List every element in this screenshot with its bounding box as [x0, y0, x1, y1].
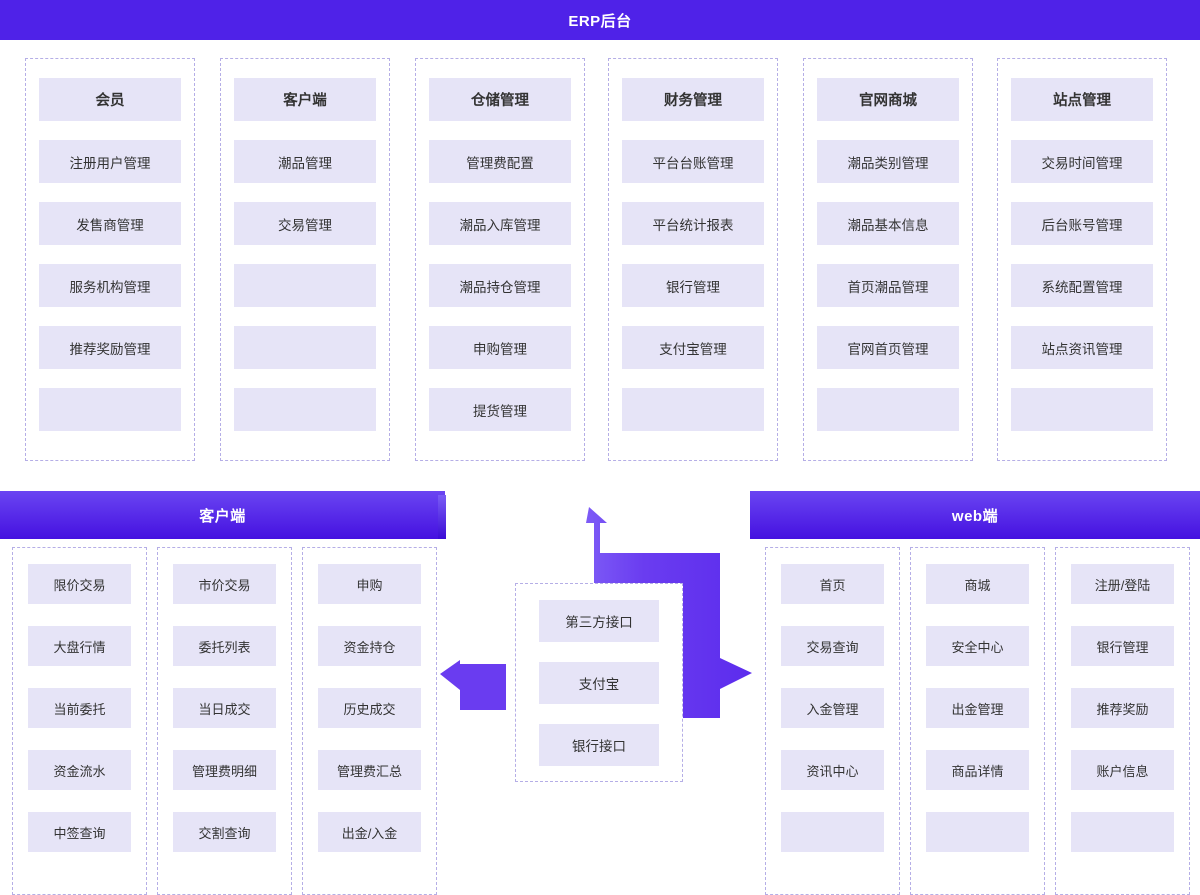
web-column-1: 首页 交易查询 入金管理 资讯中心 [765, 547, 900, 895]
client-section-title: 客户端 [199, 507, 246, 525]
erp-item[interactable]: 平台统计报表 [622, 202, 764, 245]
erp-column-header-warehouse[interactable]: 仓储管理 [429, 78, 571, 121]
client-column-2: 市价交易 委托列表 当日成交 管理费明细 交割查询 [157, 547, 292, 895]
erp-item[interactable]: 潮品基本信息 [817, 202, 959, 245]
erp-column-header-member[interactable]: 会员 [39, 78, 181, 121]
erp-item-placeholder[interactable] [234, 388, 376, 431]
erp-item[interactable]: 推荐奖励管理 [39, 326, 181, 369]
web-item[interactable]: 商城 [926, 564, 1029, 604]
client-item[interactable]: 出金/入金 [318, 812, 421, 852]
client-item[interactable]: 管理费明细 [173, 750, 276, 790]
client-item[interactable]: 限价交易 [28, 564, 131, 604]
web-section-title: web端 [951, 507, 999, 525]
erp-item[interactable]: 申购管理 [429, 326, 571, 369]
erp-item-placeholder[interactable] [622, 388, 764, 431]
erp-item[interactable]: 潮品类别管理 [817, 140, 959, 183]
erp-item[interactable]: 服务机构管理 [39, 264, 181, 307]
web-item[interactable]: 推荐奖励 [1071, 688, 1174, 728]
erp-item[interactable]: 官网首页管理 [817, 326, 959, 369]
erp-item[interactable]: 站点资讯管理 [1011, 326, 1153, 369]
erp-header-bar: ERP后台 [0, 0, 1200, 40]
client-item[interactable]: 资金流水 [28, 750, 131, 790]
web-item[interactable]: 入金管理 [781, 688, 884, 728]
client-item[interactable]: 管理费汇总 [318, 750, 421, 790]
erp-column-header-client[interactable]: 客户端 [234, 78, 376, 121]
client-item[interactable]: 大盘行情 [28, 626, 131, 666]
client-item[interactable]: 当日成交 [173, 688, 276, 728]
erp-item[interactable]: 支付宝管理 [622, 326, 764, 369]
client-column-3: 申购 资金持仓 历史成交 管理费汇总 出金/入金 [302, 547, 437, 895]
web-item[interactable]: 商品详情 [926, 750, 1029, 790]
erp-item[interactable]: 管理费配置 [429, 140, 571, 183]
erp-item[interactable]: 平台台账管理 [622, 140, 764, 183]
erp-item[interactable]: 后台账号管理 [1011, 202, 1153, 245]
erp-column-mall: 官网商城 潮品类别管理 潮品基本信息 首页潮品管理 官网首页管理 [803, 58, 973, 461]
web-item[interactable]: 账户信息 [1071, 750, 1174, 790]
client-column-1: 限价交易 大盘行情 当前委托 资金流水 中签查询 [12, 547, 147, 895]
client-item[interactable]: 市价交易 [173, 564, 276, 604]
web-item[interactable]: 出金管理 [926, 688, 1029, 728]
client-item[interactable]: 中签查询 [28, 812, 131, 852]
erp-item[interactable]: 首页潮品管理 [817, 264, 959, 307]
web-section-header: web端 [750, 491, 1200, 539]
erp-item[interactable]: 发售商管理 [39, 202, 181, 245]
web-item[interactable]: 首页 [781, 564, 884, 604]
erp-title: ERP后台 [568, 12, 632, 30]
web-item[interactable]: 交易查询 [781, 626, 884, 666]
erp-column-header-mall[interactable]: 官网商城 [817, 78, 959, 121]
erp-column-warehouse: 仓储管理 管理费配置 潮品入库管理 潮品持仓管理 申购管理 提货管理 [415, 58, 585, 461]
erp-column-client: 客户端 潮品管理 交易管理 [220, 58, 390, 461]
erp-item[interactable]: 交易时间管理 [1011, 140, 1153, 183]
erp-item[interactable]: 潮品持仓管理 [429, 264, 571, 307]
erp-item[interactable]: 潮品入库管理 [429, 202, 571, 245]
erp-item-placeholder[interactable] [1011, 388, 1153, 431]
erp-item-placeholder[interactable] [234, 326, 376, 369]
erp-item-placeholder[interactable] [817, 388, 959, 431]
interface-item[interactable]: 第三方接口 [539, 600, 659, 642]
erp-item[interactable]: 注册用户管理 [39, 140, 181, 183]
interfaces-group: 第三方接口 支付宝 银行接口 [515, 583, 683, 782]
web-item-placeholder[interactable] [926, 812, 1029, 852]
erp-item[interactable]: 提货管理 [429, 388, 571, 431]
web-item[interactable]: 注册/登陆 [1071, 564, 1174, 604]
erp-column-finance: 财务管理 平台台账管理 平台统计报表 银行管理 支付宝管理 [608, 58, 778, 461]
erp-column-header-finance[interactable]: 财务管理 [622, 78, 764, 121]
interface-item[interactable]: 支付宝 [539, 662, 659, 704]
web-item[interactable]: 安全中心 [926, 626, 1029, 666]
client-item[interactable]: 资金持仓 [318, 626, 421, 666]
erp-column-header-site[interactable]: 站点管理 [1011, 78, 1153, 121]
web-item[interactable]: 银行管理 [1071, 626, 1174, 666]
client-header-shoulder [438, 495, 446, 539]
erp-item[interactable]: 银行管理 [622, 264, 764, 307]
client-item[interactable]: 当前委托 [28, 688, 131, 728]
web-item[interactable]: 资讯中心 [781, 750, 884, 790]
client-item[interactable]: 交割查询 [173, 812, 276, 852]
web-column-3: 注册/登陆 银行管理 推荐奖励 账户信息 [1055, 547, 1190, 895]
erp-item[interactable]: 交易管理 [234, 202, 376, 245]
erp-item-placeholder[interactable] [234, 264, 376, 307]
web-item-placeholder[interactable] [781, 812, 884, 852]
erp-item[interactable]: 系统配置管理 [1011, 264, 1153, 307]
erp-column-member: 会员 注册用户管理 发售商管理 服务机构管理 推荐奖励管理 [25, 58, 195, 461]
client-item[interactable]: 委托列表 [173, 626, 276, 666]
web-column-2: 商城 安全中心 出金管理 商品详情 [910, 547, 1045, 895]
interface-item[interactable]: 银行接口 [539, 724, 659, 766]
erp-item-placeholder[interactable] [39, 388, 181, 431]
client-section-header: 客户端 [0, 491, 445, 539]
erp-item[interactable]: 潮品管理 [234, 140, 376, 183]
arrow-left-to-client [440, 660, 506, 710]
erp-column-site: 站点管理 交易时间管理 后台账号管理 系统配置管理 站点资讯管理 [997, 58, 1167, 461]
web-item-placeholder[interactable] [1071, 812, 1174, 852]
client-item[interactable]: 申购 [318, 564, 421, 604]
client-item[interactable]: 历史成交 [318, 688, 421, 728]
